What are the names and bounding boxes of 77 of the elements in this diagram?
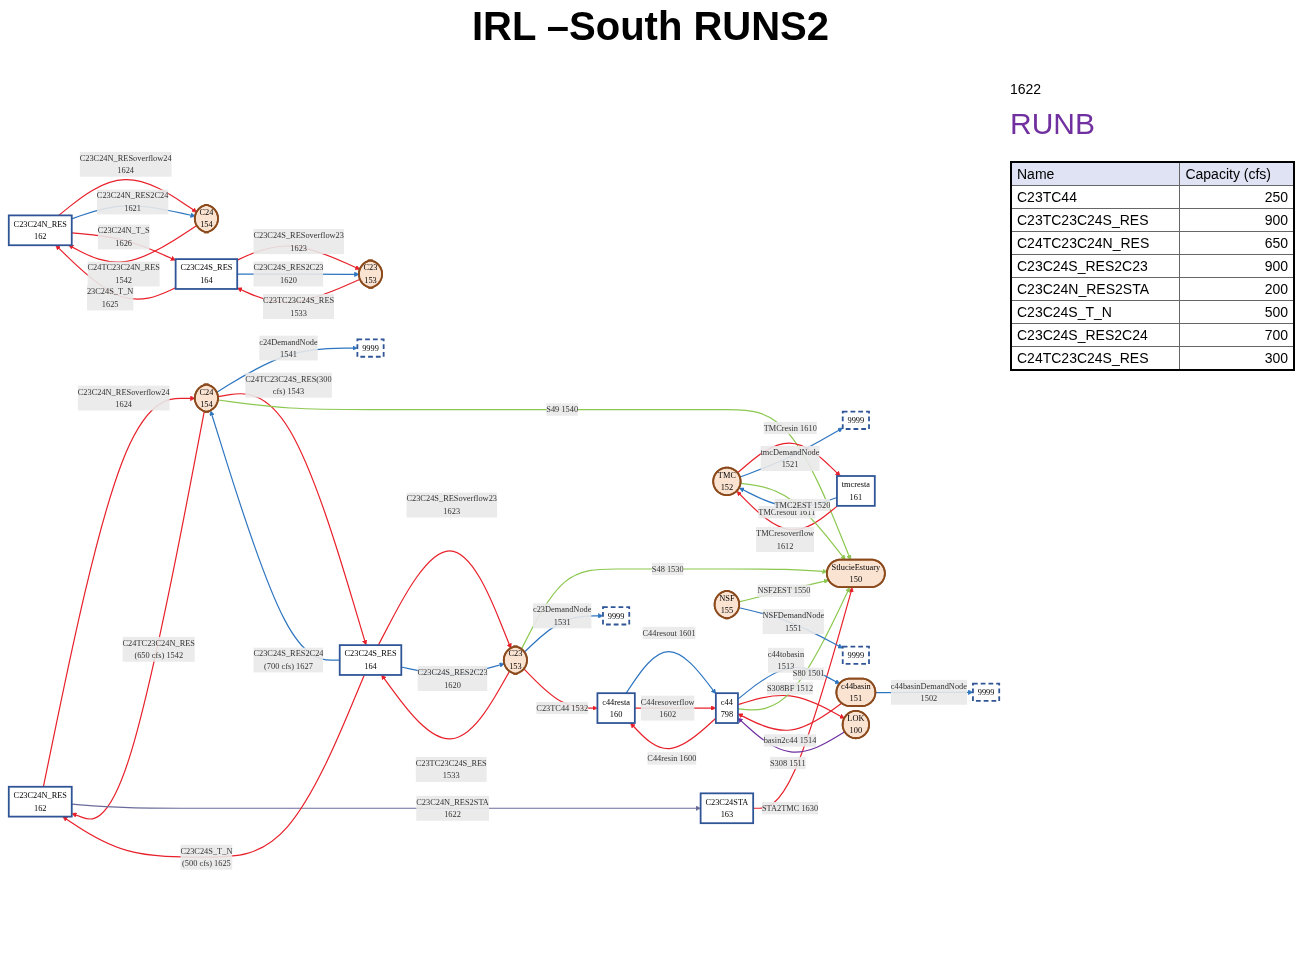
node-box: 9999 (356, 338, 385, 358)
arrow (739, 427, 843, 478)
edge-label: C24TC23C24N_RES 1542 (87, 263, 160, 286)
edge-label: TMCresoverflow 1612 (756, 529, 815, 551)
node-box: 9999 (841, 411, 870, 431)
edge-label: S308BF 1512 (766, 684, 814, 694)
node-box: 9999 (841, 645, 870, 666)
arrow (738, 607, 843, 649)
edge-label: c23DemandNode 1531 (532, 605, 592, 627)
edge-label: C24TC23C24S_RES(300 cfs) 1543 (245, 374, 332, 397)
arrow (377, 550, 512, 649)
edge-label: C23C24N_RES2STA 1622 (416, 797, 489, 820)
node-box: 9999 (602, 606, 631, 626)
node-box: C23C24S_RES 164 (338, 644, 403, 677)
edge-label: C23C24N_T_S 1626 (97, 226, 150, 249)
edge-label: C23C24N_RESoverflow24 1624 (79, 153, 172, 176)
edge-label: TMCresin 1610 (763, 423, 817, 433)
edge-label: NSF2EST 1550 (757, 586, 811, 596)
edge-label: C23C24S_RESoverflow23 1623 (406, 494, 497, 517)
edge-label: S48 1530 (651, 564, 684, 574)
edge-label: S308 1511 (769, 758, 806, 768)
node-box: tmcresta 161 (836, 475, 876, 507)
arrow (71, 410, 205, 820)
table-cell: C23TC44 (1011, 185, 1180, 209)
node-box: C23C24STA 163 (699, 792, 755, 825)
arrow (217, 393, 368, 646)
edge-label: C23C24S_RESoverflow23 1623 (253, 231, 344, 253)
arrow (625, 651, 717, 695)
table-header-cell: Capacity (cfs) (1179, 162, 1294, 186)
edge-label: tmcDemandNode 1521 (760, 448, 820, 470)
table-cell: C23C24S_RES2C24 (1011, 323, 1180, 347)
table-cell: C24TC23C24N_RES (1011, 231, 1180, 255)
edge-label: S49 1540 (546, 405, 579, 415)
arrow (42, 395, 196, 788)
edge-label: TMC2EST 1520 (774, 500, 831, 510)
edge-label: C44resout 1601 (642, 628, 696, 638)
inset-label: RUNB (1010, 107, 1095, 141)
edge-label: C23C24S_T_N (500 cfs) 1625 (180, 846, 233, 869)
edge-label: c44basinDemandNode 1502 (890, 681, 967, 704)
node-box: C23C24N_RES 162 (7, 786, 73, 818)
edge-label: C24TC23C24N_RES (650 cfs) 1542 (122, 638, 195, 661)
node-box: C23C24N_RES 162 (7, 214, 73, 247)
edge-label: C23TC23C24S_RES 1533 (415, 758, 487, 781)
table-cell: C23C24N_RES2STA (1011, 277, 1180, 301)
arrow (58, 179, 198, 217)
node-box: c44resta 160 (596, 692, 636, 725)
edge-label: STA2TMC 1630 (761, 804, 819, 813)
table-cell: C23C24S_RES2C23 (1011, 254, 1180, 278)
diagram-title: IRL –South RUNS2 (470, 4, 831, 49)
arrow (737, 587, 851, 711)
edge-label: C23C24S_RES2C23 1620 (253, 263, 324, 286)
edge-label: 23C24S_T_N 1625 (86, 287, 134, 309)
node-box: c44 798 (714, 692, 739, 725)
edge-label: c24DemandNode 1541 (259, 337, 318, 360)
edge-label: C23C24S_RES2C23 1620 (417, 668, 488, 690)
edge-label: C44resin 1600 (647, 754, 697, 764)
edge-label: C23C24N_RESoverflow24 1624 (77, 387, 170, 410)
arrow (520, 568, 828, 650)
node-box: C23C24S_RES 164 (174, 258, 239, 291)
edge-label: C23TC23C24S_RES 1533 (263, 296, 335, 318)
arrow (381, 670, 511, 740)
edge-number-label: 1622 (1010, 81, 1042, 97)
arrow (737, 695, 845, 719)
arrow (217, 399, 852, 561)
table-header-cell: Name (1011, 162, 1180, 186)
edge-label: TMCresout 1611 (758, 507, 816, 517)
table-cell: C23C24S_T_N (1011, 300, 1180, 324)
arrow (71, 803, 701, 812)
edge-label: S80 1501 (792, 669, 825, 679)
edge-label: basin2c44 1514 (763, 736, 817, 746)
edge-label: C23C24S_RES2C24 (700 cfs) 1627 (253, 649, 324, 672)
edge-label: C44resoverflow 1602 (640, 697, 695, 720)
table-cell: C23TC23C24S_RES (1011, 208, 1180, 232)
arrow (737, 702, 843, 732)
edge-label: C23C24N_RES2C24 1621 (96, 191, 169, 214)
edge-label: C23TC44 1532 (536, 703, 589, 713)
edge-label: NSFDemandNode 1551 (762, 611, 825, 633)
